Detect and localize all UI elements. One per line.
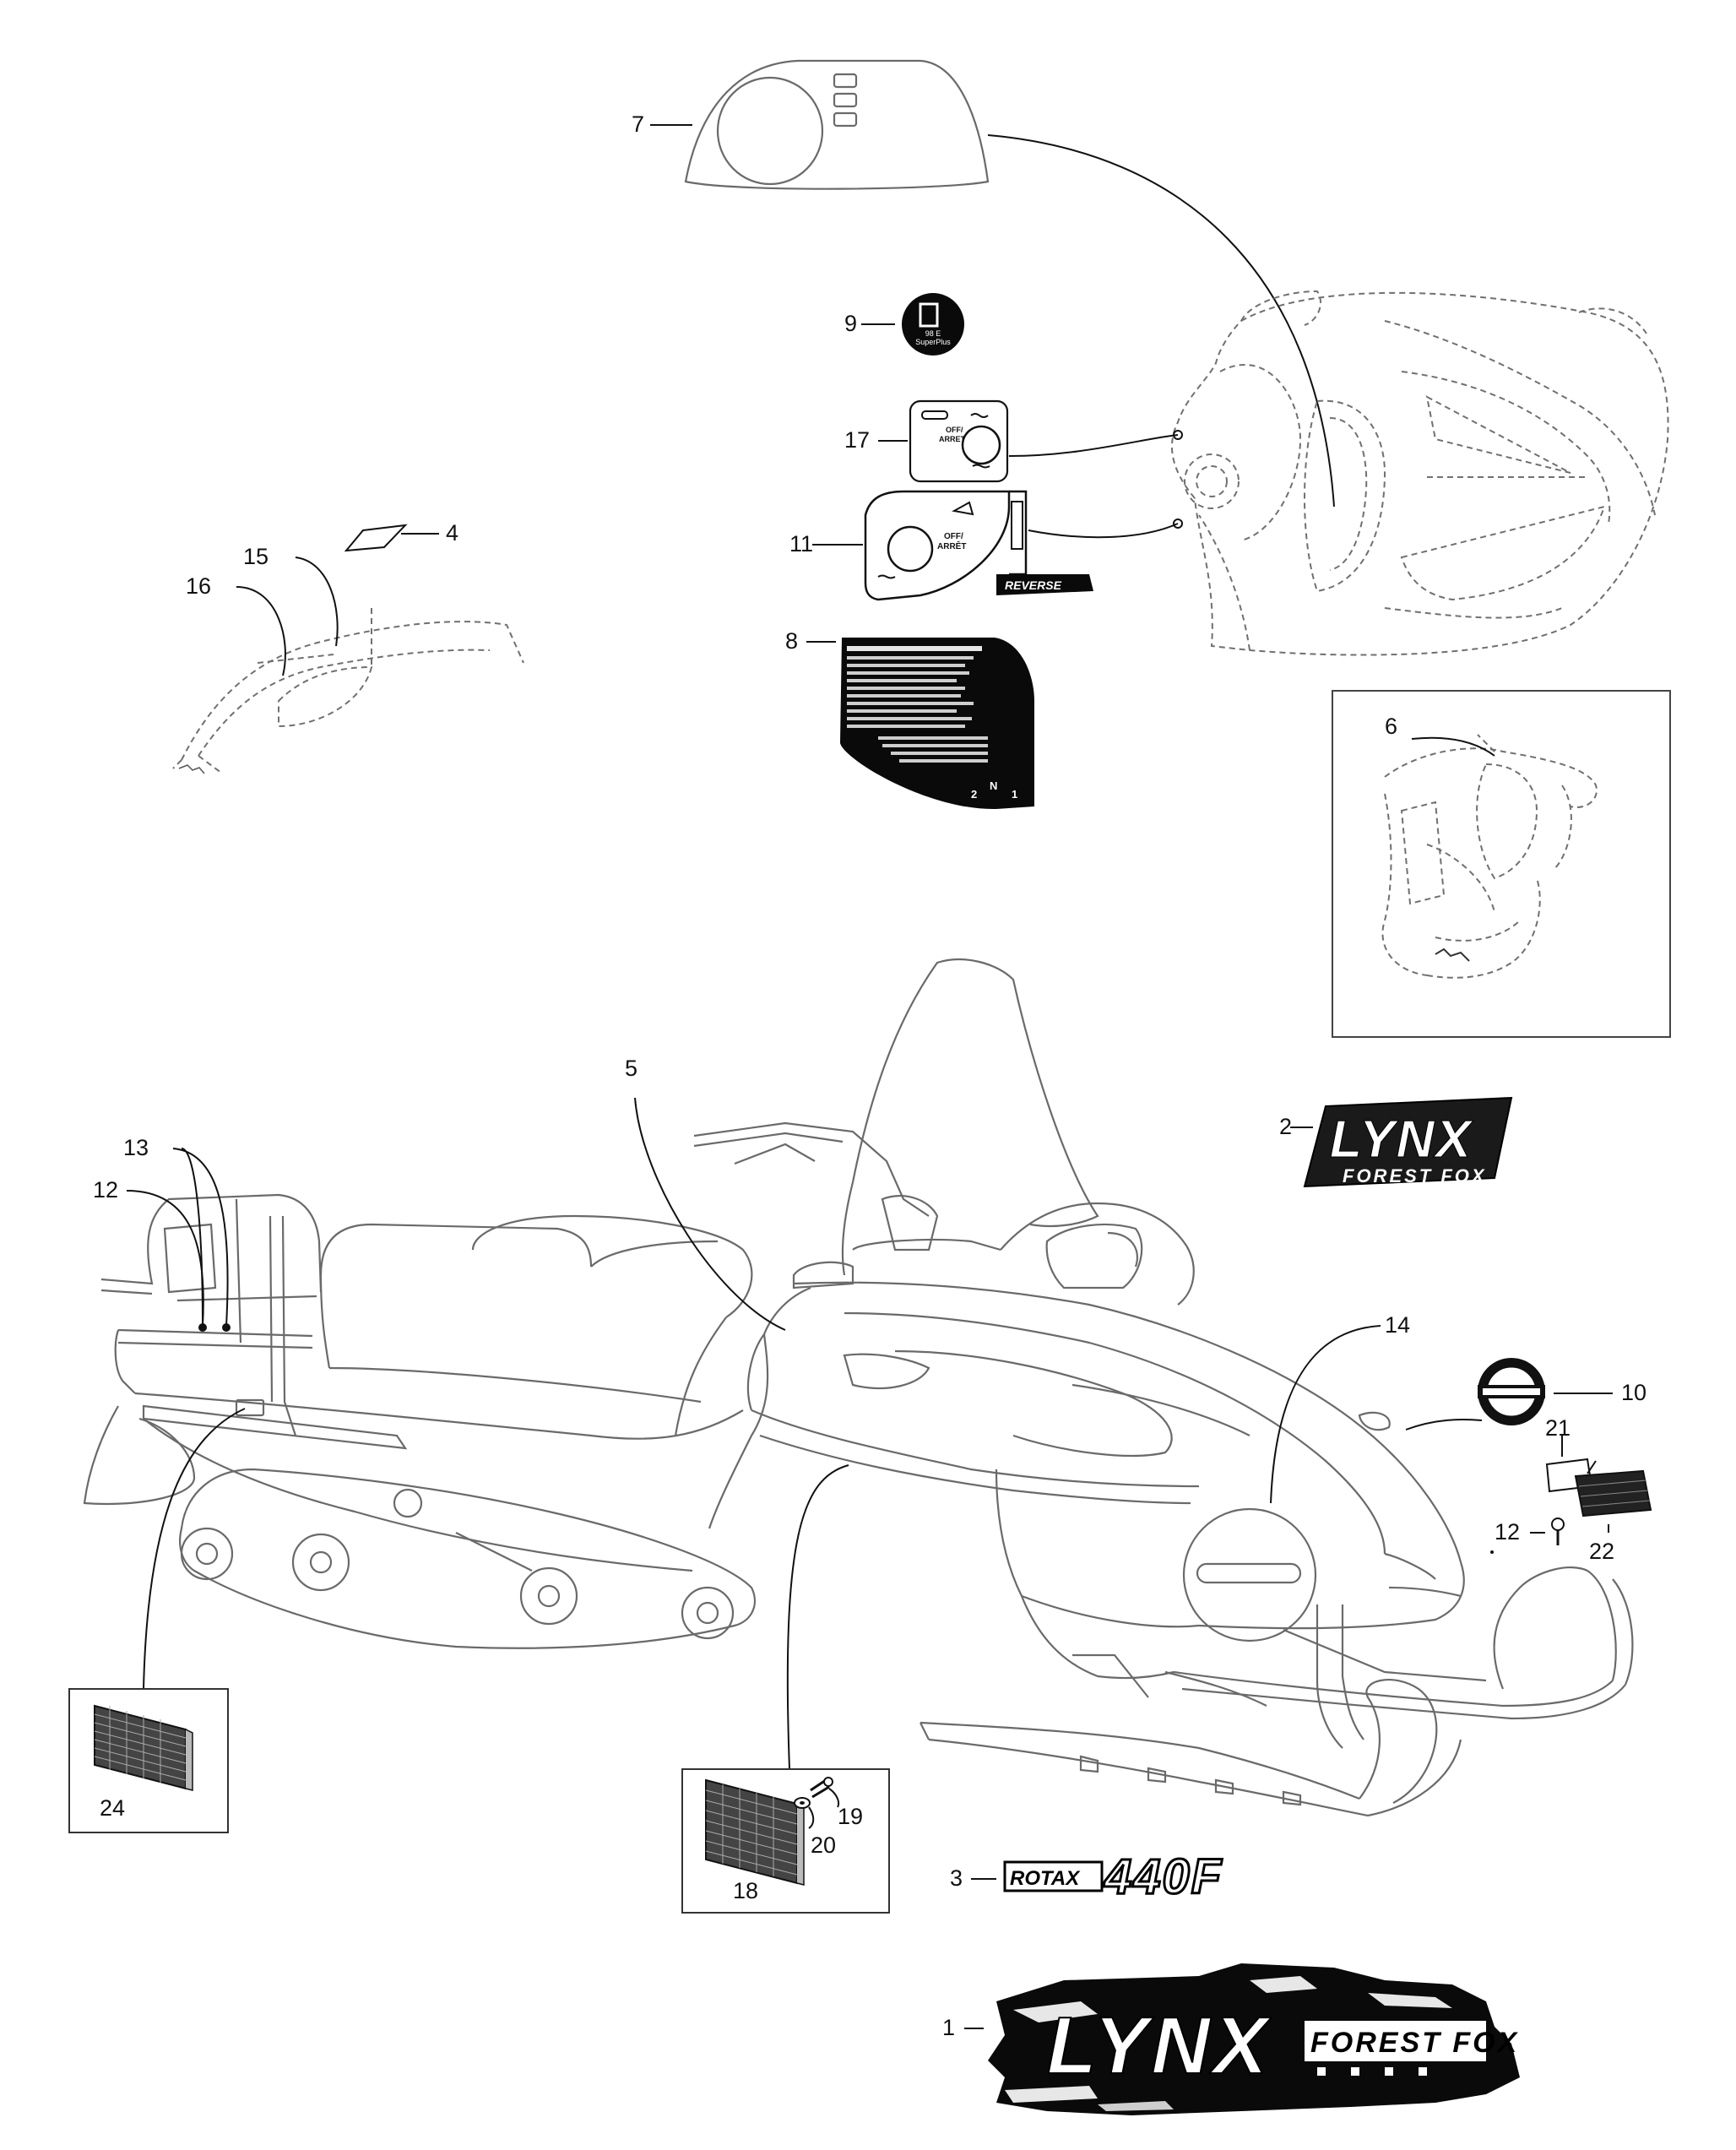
warning-decal: N 2 1 <box>840 638 1034 810</box>
callout-21: 21 <box>1545 1415 1571 1441</box>
lynx-logo-decal-small: LYNX FOREST FOX <box>1303 1096 1513 1188</box>
ignition-reverse-decal: OFF/ ARRÊT REVERSE <box>864 490 1093 601</box>
fuel-label-text: SuperPlus <box>915 338 951 346</box>
key-off-text: OFF/ <box>946 426 963 434</box>
rotax-decal: ROTAX 440F <box>1003 1849 1223 1906</box>
callout-15: 15 <box>243 544 269 569</box>
callout-6: 6 <box>1385 714 1398 739</box>
callout-18: 18 <box>733 1878 759 1903</box>
key-arret-text: ARRET <box>939 435 966 443</box>
callout-24: 24 <box>100 1795 126 1821</box>
lynx-wordmark-small: LYNX <box>1330 1110 1473 1169</box>
leader-line <box>1270 1325 1381 1504</box>
callout-12-front: 12 <box>1495 1519 1521 1545</box>
rotax-text: ROTAX <box>1010 1867 1081 1890</box>
leader-line <box>1411 736 1495 757</box>
gear-logo-decal <box>1478 1358 1545 1425</box>
leader-line <box>295 557 339 647</box>
callout-13: 13 <box>123 1135 149 1160</box>
detail-box-6 <box>1332 690 1671 1038</box>
gear-1-text: 1 <box>1012 788 1017 801</box>
leader-line <box>828 1788 840 1808</box>
leader-line <box>1008 434 1179 457</box>
key-arret-text-2: ARRÊT <box>937 540 966 551</box>
callout-4: 4 <box>446 520 459 546</box>
leader-line <box>808 1806 815 1829</box>
reflector-set-right <box>1545 1458 1652 1545</box>
leader-line <box>786 1464 849 1770</box>
callout-19: 19 <box>838 1804 864 1829</box>
callout-20: 20 <box>811 1832 837 1858</box>
forest-fox-large: FOREST FOX <box>1310 2027 1519 2059</box>
leader-line <box>126 1190 204 1327</box>
lynx-wordmark-large: LYNX <box>1047 2001 1272 2091</box>
callout-7: 7 <box>632 111 645 137</box>
callout-3: 3 <box>950 1865 963 1891</box>
callout-10: 10 <box>1621 1380 1647 1405</box>
reverse-text: REVERSE <box>1005 578 1062 592</box>
engine-model-text: 440F <box>1104 1849 1223 1904</box>
gear-n-text: N <box>990 779 997 792</box>
callout-17: 17 <box>844 427 871 453</box>
reflector-box-24 <box>68 1688 229 1833</box>
fuel-decal: 98 E SuperPlus <box>902 293 964 356</box>
rear-fender-dashed-view <box>172 524 524 774</box>
callout-1: 1 <box>942 2015 956 2040</box>
callout-8: 8 <box>785 628 799 654</box>
gear-2-text: 2 <box>971 788 977 801</box>
callout-2: 2 <box>1279 1114 1293 1139</box>
key-off-text-2: OFF/ <box>944 532 963 541</box>
callout-11: 11 <box>789 531 814 557</box>
hood-dashed-view <box>1171 290 1669 656</box>
snowmobile-outline <box>83 958 1634 1817</box>
leader-line <box>236 586 286 676</box>
gauge-cluster-decal <box>684 59 990 190</box>
leader-line <box>143 1408 246 1690</box>
leader-line <box>1587 1460 1597 1474</box>
callout-22: 22 <box>1589 1539 1615 1564</box>
callout-16: 16 <box>186 573 212 599</box>
forest-fox-small: FOREST FOX <box>1343 1165 1487 1186</box>
fuel-octane-text: 98 E <box>925 329 941 338</box>
lynx-logo-decal-large: LYNX FOREST FOX <box>988 1963 1520 2115</box>
callout-9: 9 <box>844 311 858 336</box>
callout-12-rear: 12 <box>93 1177 119 1203</box>
leader-line <box>987 134 1335 508</box>
leader-line <box>634 1097 786 1331</box>
leader-line <box>1028 523 1179 539</box>
callout-5: 5 <box>625 1056 638 1081</box>
leader-line <box>172 1148 229 1327</box>
leader-line <box>1405 1419 1483 1431</box>
ignition-key-decal: OFF/ ARRET <box>909 399 1009 483</box>
reflector-box-18 <box>681 1768 890 1914</box>
callout-14: 14 <box>1385 1312 1411 1338</box>
